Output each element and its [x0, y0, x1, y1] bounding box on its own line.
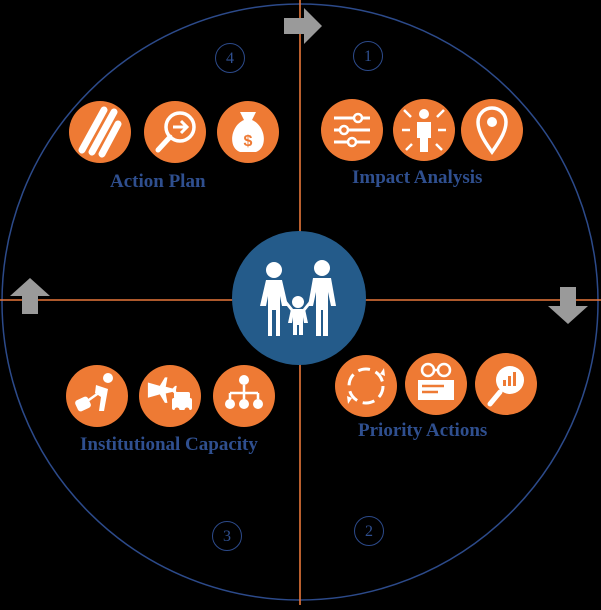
quadrant-label-impact-analysis: Impact Analysis	[352, 167, 483, 188]
family-icon	[232, 231, 366, 365]
person-pulling-luggage-icon	[66, 365, 128, 427]
arrow-down-icon	[548, 287, 588, 324]
magnifier-arrow-icon	[144, 101, 206, 163]
person-radiating-icon	[393, 99, 455, 161]
location-pin-icon	[461, 99, 523, 161]
quadrant-number-3: 3	[212, 521, 242, 551]
money-bag-icon: $	[217, 101, 279, 163]
sliders-icon	[321, 99, 383, 161]
parallel-bars-icon	[69, 101, 131, 163]
cycle-arrows-icon	[335, 355, 397, 417]
svg-text:$: $	[244, 133, 253, 150]
quadrant-label-priority-actions: Priority Actions	[358, 420, 488, 441]
quadrant-label-action-plan: Action Plan	[110, 171, 206, 192]
quadrant-number-4: 4	[215, 43, 245, 73]
glasses-document-icon	[405, 353, 467, 415]
quadrant-label-institutional-capacity: Institutional Capacity	[80, 434, 258, 455]
arrow-up-icon	[10, 278, 50, 314]
quadrant-number-2: 2	[354, 516, 384, 546]
hierarchy-icon	[213, 365, 275, 427]
arrow-right-icon	[284, 8, 322, 44]
quadrant-number-1: 1	[353, 41, 383, 71]
magnifier-chart-icon	[475, 353, 537, 415]
plane-car-icon	[139, 365, 201, 427]
